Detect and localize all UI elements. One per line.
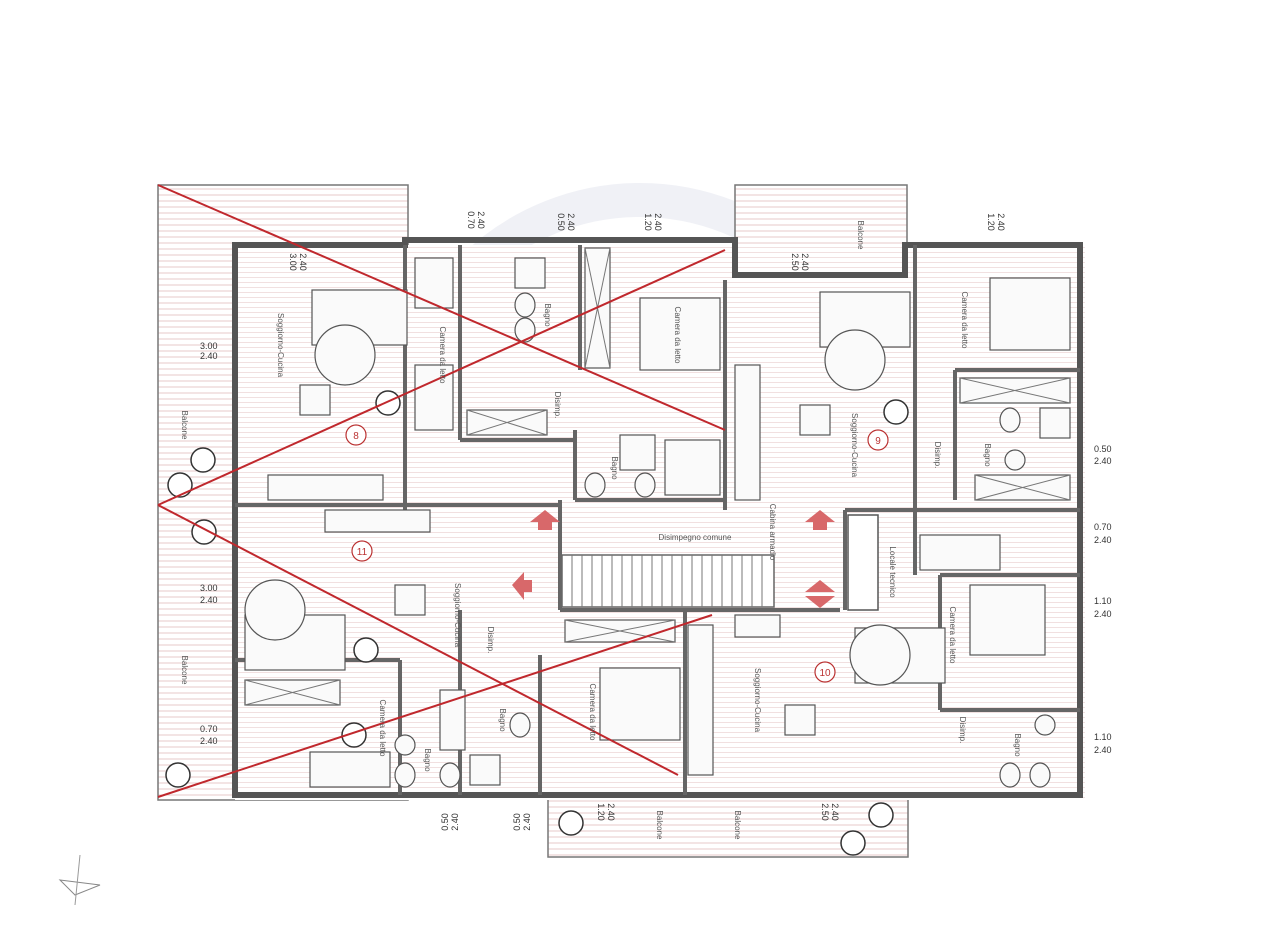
north-arrow-icon bbox=[58, 854, 101, 906]
dim-120-topright: 1.20 bbox=[986, 213, 996, 231]
strike-lines bbox=[157, 184, 726, 798]
bedroom-label-bottom: Camera da letto bbox=[378, 700, 387, 757]
dim-240-bottom-3: 2.40 bbox=[606, 803, 616, 821]
dim-240-right-3: 2.40 bbox=[1094, 609, 1112, 619]
kitchen-counters bbox=[267, 364, 781, 776]
bath-label-bottom: Bagno bbox=[423, 748, 432, 772]
dim-050-top: 0.50 bbox=[556, 213, 566, 231]
balcony-label-left-2: Balcone bbox=[180, 656, 189, 685]
balcony-label-left-1: Balcone bbox=[180, 411, 189, 440]
dimension-labels: 0.70 2.40 0.50 2.40 1.20 2.40 3.00 2.40 … bbox=[200, 211, 1112, 831]
staircase bbox=[561, 554, 775, 608]
hall-label-10: Disimp. bbox=[958, 717, 967, 744]
dim-240-right-2: 2.40 bbox=[1094, 535, 1112, 545]
dim-240-bottom-4: 2.40 bbox=[830, 803, 840, 821]
strike-line-4 bbox=[157, 614, 713, 798]
dim-250-top: 2.50 bbox=[790, 253, 800, 271]
bath-fixtures bbox=[394, 257, 1071, 788]
bed-4 bbox=[599, 667, 681, 741]
dim-240-left-2: 2.40 bbox=[200, 595, 218, 605]
dim-240-top-3: 2.40 bbox=[653, 213, 663, 231]
dim-300-top: 3.00 bbox=[288, 253, 298, 271]
dim-120-bottom: 1.20 bbox=[596, 803, 606, 821]
arrow-down-stair bbox=[805, 596, 835, 608]
bath-label-9: Bagno bbox=[983, 443, 992, 467]
bedroom-label-10: Camera da letto bbox=[948, 607, 957, 664]
hall-label-8: Disimp. bbox=[553, 392, 562, 419]
apartment-markers: 8 9 10 11 bbox=[345, 424, 889, 683]
dim-240-bottom: 2.40 bbox=[450, 813, 460, 831]
hall-label-11: Disimp. bbox=[486, 627, 495, 654]
bedroom-label-11: Camera da letto bbox=[588, 684, 597, 741]
dim-110-right: 1.10 bbox=[1094, 596, 1112, 606]
bath-label-10: Bagno bbox=[1013, 733, 1022, 757]
beds bbox=[309, 257, 1071, 788]
dim-240-right-4: 2.40 bbox=[1094, 745, 1112, 755]
entrance-arrows bbox=[512, 510, 835, 608]
bedroom-label-top: Camera da letto bbox=[438, 327, 447, 384]
arrow-up-stair bbox=[805, 580, 835, 592]
bath-label-8: Bagno bbox=[543, 303, 552, 327]
dim-240-top: 2.40 bbox=[476, 211, 486, 229]
dim-250-bottom: 2.50 bbox=[820, 803, 830, 821]
bed-single-1 bbox=[414, 257, 454, 309]
closet-label: Cabina armadio bbox=[768, 504, 777, 561]
arrow-up-right bbox=[805, 510, 835, 530]
balcony-label-bottom-2: Balcone bbox=[733, 811, 742, 840]
living-label-10: Soggiorno-Cucina bbox=[753, 668, 762, 733]
dim-070-right: 0.70 bbox=[1094, 522, 1112, 532]
closets bbox=[244, 247, 1071, 706]
strike-line-3 bbox=[157, 504, 679, 776]
bed-single-3 bbox=[919, 534, 1001, 571]
bath-label-top: Bagno bbox=[610, 456, 619, 480]
dim-240-top-5: 2.40 bbox=[800, 253, 810, 271]
bed-1 bbox=[639, 297, 721, 371]
hatched-floors bbox=[157, 184, 1085, 858]
dim-110-right-2: 1.10 bbox=[1094, 732, 1112, 742]
dim-240-topright: 2.40 bbox=[996, 213, 1006, 231]
living-label-9: Soggiorno-Cucina bbox=[850, 413, 859, 478]
bedroom-label-9: Camera da letto bbox=[960, 292, 969, 349]
hall-label-9: Disimp. bbox=[933, 442, 942, 469]
common-corridor-label: Disimpegno comune bbox=[659, 533, 732, 542]
dim-120-top: 1.20 bbox=[643, 213, 653, 231]
bedroom-label-8: Camera da letto bbox=[673, 307, 682, 364]
dim-240-right: 2.40 bbox=[1094, 456, 1112, 466]
strike-line-1 bbox=[157, 184, 726, 431]
locale-tecnico-label: Locale tecnico bbox=[888, 546, 897, 598]
dim-240-left-3: 2.40 bbox=[200, 736, 218, 746]
arrow-up-left bbox=[530, 510, 560, 530]
dim-070-left: 0.70 bbox=[200, 724, 218, 734]
dim-050-bottom-2: 0.50 bbox=[512, 813, 522, 831]
bed-3 bbox=[969, 584, 1046, 656]
arrow-left bbox=[512, 572, 532, 600]
dim-070-top: 0.70 bbox=[466, 211, 476, 229]
balcony-label-bottom-1: Balcone bbox=[655, 811, 664, 840]
balcony-label-top-right: Balcone bbox=[856, 221, 865, 250]
dim-240-top-2: 2.40 bbox=[566, 213, 576, 231]
living-label-8: Soggiorno-Cucina bbox=[276, 313, 285, 378]
dim-050-bottom: 0.50 bbox=[440, 813, 450, 831]
strike-line-2 bbox=[157, 249, 726, 506]
living-label-11: Soggiorno-Cucina bbox=[453, 583, 462, 648]
dim-300-left: 3.00 bbox=[200, 341, 218, 351]
apartment-number-8: 8 bbox=[353, 431, 359, 442]
dim-300-left-2: 3.00 bbox=[200, 583, 218, 593]
bed-single-4 bbox=[309, 751, 391, 788]
dim-240-bottom-2: 2.40 bbox=[522, 813, 532, 831]
apartment-number-11: 11 bbox=[357, 547, 368, 558]
outer-walls bbox=[232, 237, 1083, 798]
room-labels: Soggiorno-Cucina Soggiorno-Cucina Soggio… bbox=[180, 221, 1022, 840]
dim-240-top-4: 2.40 bbox=[298, 253, 308, 271]
dim-240-left: 2.40 bbox=[200, 351, 218, 361]
dim-050-right: 0.50 bbox=[1094, 444, 1112, 454]
living-furniture bbox=[244, 289, 946, 736]
bed-2 bbox=[989, 277, 1071, 351]
bath-label-11: Bagno bbox=[498, 708, 507, 732]
apartment-number-9: 9 bbox=[875, 436, 881, 447]
apartment-number-10: 10 bbox=[819, 668, 831, 679]
